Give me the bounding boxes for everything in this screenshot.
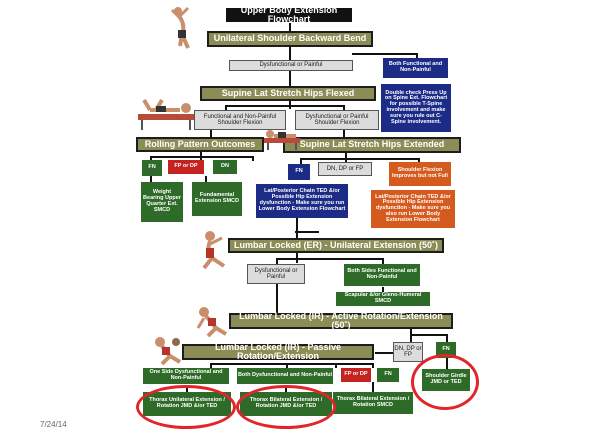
connector	[225, 105, 343, 107]
dysfunctional-painful-shoulder-flexion: Dysfunctional or Painful Shoulder Flexio…	[295, 110, 379, 130]
weight-bearing-upper-quarter-box: Weight Bearing Upper Quarter Ext. SMCD	[141, 182, 183, 222]
connector	[205, 176, 207, 182]
connector	[252, 156, 254, 161]
highlight-ring-thorax-unilateral	[136, 385, 236, 429]
connector	[276, 258, 382, 260]
person-on-table-image	[264, 130, 300, 150]
person-lumbar-locked-active-image	[196, 307, 228, 338]
connector	[375, 352, 393, 354]
thorax-bilateral-smcd-box: Thorax Bilateral Extension / Rotation SM…	[333, 392, 413, 414]
both-sides-functional-box: Both Sides Functional and Non-Painful	[344, 264, 420, 286]
double-check-note: Double check Press Up on Spine Ext. Flow…	[381, 84, 451, 132]
connector	[345, 152, 347, 162]
connector	[410, 334, 446, 336]
connector	[225, 105, 227, 110]
connector	[335, 363, 337, 368]
slide-date: 7/24/14	[40, 420, 67, 429]
connector	[300, 158, 418, 160]
lumbar-locked-er-unilateral-extension: Lumbar Locked (ER) - Unilateral Extensio…	[228, 238, 444, 253]
fundamental-extension-box: Fundamental Extension SMCD	[192, 182, 242, 216]
connector	[286, 363, 288, 368]
dysfunctional-or-painful-box-2: Dysfunctional or Painful	[247, 264, 305, 284]
shoulder-flexion-improves-box: Shoulder Flexion Improves but not Full	[389, 162, 451, 186]
connector	[210, 363, 374, 365]
connector	[372, 382, 374, 392]
connector	[296, 218, 298, 238]
lumbar-locked-ir-passive-rotation: Lumbar Locked (IR) - Passive Rotation/Ex…	[182, 342, 374, 361]
fn-outcome-passive: FN	[377, 368, 399, 382]
connector	[289, 71, 291, 87]
connector	[289, 23, 291, 32]
fn-outcome-rolling: FN	[142, 160, 162, 176]
connector	[372, 363, 374, 368]
unilateral-shoulder-backward-bend: Unilateral Shoulder Backward Bend	[207, 31, 373, 47]
connector	[300, 158, 302, 164]
both-dysfunctional-box: Both Dysfunctional and Non-Painful	[237, 368, 333, 384]
fp-or-dp-outcome-passive: FP or DP	[341, 368, 371, 382]
lumbar-locked-ir-active-rotation: Lumbar Locked (IR) - Active Rotation/Ext…	[229, 311, 453, 330]
person-lumbar-locked-passive-image	[155, 337, 182, 366]
scapular-gleno-humeral-box: Scapular &/or Gleno-Humeral SMCD	[336, 292, 430, 306]
rolling-pattern-outcomes: Rolling Pattern Outcomes	[136, 137, 264, 152]
connector	[150, 156, 152, 161]
connector	[295, 231, 319, 233]
connector	[210, 130, 212, 138]
supine-lat-stretch-hips-flexed: Supine Lat Stretch Hips Flexed	[200, 86, 376, 101]
functional-non-painful-shoulder-flexion: Functional and Non-Painful Shoulder Flex…	[194, 110, 286, 130]
connector	[276, 283, 278, 313]
supine-lat-stretch-hips-extended: Supine Lat Stretch Hips Extended	[283, 137, 461, 153]
connector	[382, 287, 384, 292]
fp-or-dp-outcome-rolling: FP or DP	[168, 160, 204, 174]
connector	[343, 105, 345, 110]
connector	[343, 128, 345, 138]
connector	[446, 334, 448, 344]
connector	[418, 158, 420, 163]
dysfunctional-or-painful-box: Dysfunctional or Painful	[229, 60, 353, 71]
lat-posterior-chain-box-1: Lat/Posterior Chain TED &/or Possible Hi…	[256, 184, 348, 218]
connector	[276, 258, 278, 264]
connector	[289, 46, 291, 60]
lat-posterior-chain-box-2: Lat/Posterior Chain TED &/or Possible Hi…	[371, 190, 455, 228]
connector	[416, 53, 418, 59]
dn-dp-or-fp-box: DN, DP or FP	[318, 162, 372, 176]
highlight-ring-shoulder-girdle	[411, 354, 479, 410]
person-standing-backbend-image	[170, 6, 190, 49]
highlight-ring-thorax-bilateral	[236, 385, 336, 429]
connector	[352, 53, 416, 55]
connector	[150, 156, 252, 158]
flowchart-title: Upper Body Extension Flowchart	[226, 5, 352, 24]
connector	[382, 258, 384, 264]
both-functional-non-painful-box: Both Functional and Non-Painful	[383, 58, 448, 78]
connector	[210, 363, 212, 368]
dn-outcome-rolling: DN	[213, 160, 237, 174]
connector	[150, 176, 152, 182]
person-supine-stretch-image	[138, 98, 194, 130]
one-side-dysfunctional-box: One Side Dysfunctional and Non-Painful	[143, 368, 229, 384]
dn-dp-or-fp-box-2: DN, DP or FP	[393, 342, 423, 362]
fn-outcome-supine-extended: FN	[288, 164, 310, 180]
person-kneeling-rotation-image	[202, 231, 226, 270]
